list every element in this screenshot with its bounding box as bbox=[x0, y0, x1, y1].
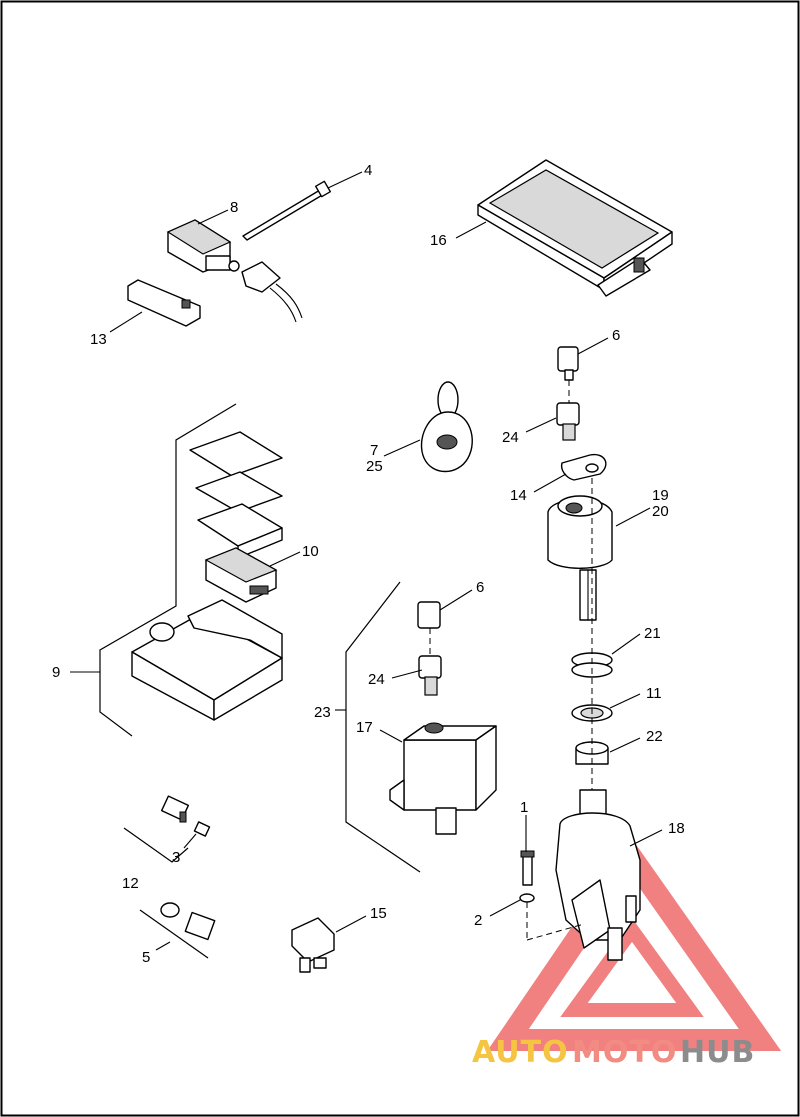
callout-17: 17 bbox=[356, 719, 373, 736]
part-12-switch bbox=[160, 795, 190, 823]
watermark-logo bbox=[487, 838, 782, 1051]
callout-1: 1 bbox=[520, 799, 528, 816]
callout-4: 4 bbox=[364, 162, 372, 179]
watermark-auto: AUTO bbox=[472, 1035, 569, 1070]
part-17-switch bbox=[389, 722, 497, 835]
part-9-case-lid-stack bbox=[189, 431, 283, 559]
part-14-cover bbox=[560, 453, 607, 481]
callout-13: 13 bbox=[90, 331, 107, 348]
wire-connector bbox=[241, 261, 303, 323]
part-8-connector bbox=[166, 219, 240, 273]
callout-3: 3 bbox=[172, 849, 180, 866]
callout-labels: 1 2 3 4 5 6 6 7 8 9 10 11 12 13 14 15 16… bbox=[52, 162, 685, 966]
callout-14: 14 bbox=[510, 487, 527, 504]
key-24-lower bbox=[418, 655, 442, 696]
part-18-switch-body bbox=[555, 789, 641, 961]
bracket-5 bbox=[139, 909, 209, 959]
part-10-module bbox=[204, 547, 278, 603]
callout-8: 8 bbox=[230, 199, 238, 216]
callout-15: 15 bbox=[370, 905, 387, 922]
part-4-cable-tie bbox=[242, 180, 332, 241]
callout-24-lower: 24 bbox=[368, 671, 385, 688]
part-9-case bbox=[131, 599, 283, 721]
part-13-bracket bbox=[127, 279, 201, 327]
part-19-switch-housing bbox=[547, 495, 613, 621]
part-15-sensor bbox=[291, 917, 335, 973]
part-1-screw bbox=[520, 850, 535, 886]
callout-22: 22 bbox=[646, 728, 663, 745]
callout-23: 23 bbox=[314, 704, 331, 721]
part-2-washer bbox=[519, 893, 535, 903]
key-24-upper bbox=[556, 402, 580, 441]
callout-11: 11 bbox=[646, 685, 662, 702]
leader-lines bbox=[70, 171, 663, 951]
watermark-text: AUTO MOTO HUB bbox=[472, 1035, 755, 1070]
bracket-23 bbox=[345, 581, 421, 873]
callout-6-lower: 6 bbox=[476, 579, 484, 596]
callout-5: 5 bbox=[142, 949, 150, 966]
key-6-upper bbox=[557, 346, 579, 381]
callout-24-upper: 24 bbox=[502, 429, 519, 446]
part-3-terminal bbox=[193, 821, 211, 837]
callout-6-upper: 6 bbox=[612, 327, 620, 344]
callout-20: 20 bbox=[652, 503, 669, 520]
callout-18: 18 bbox=[668, 820, 685, 837]
bracket-12 bbox=[123, 827, 189, 863]
bracket-9 bbox=[99, 403, 237, 737]
callout-10: 10 bbox=[302, 543, 319, 560]
callout-2: 2 bbox=[474, 912, 482, 929]
part-5-sensor bbox=[160, 902, 216, 941]
callout-7: 7 bbox=[370, 442, 378, 459]
part-7-key-fob bbox=[420, 381, 473, 473]
part-16-module bbox=[477, 159, 673, 297]
callout-25: 25 bbox=[366, 458, 383, 475]
watermark-hub: HUB bbox=[680, 1035, 755, 1070]
callout-21: 21 bbox=[644, 625, 661, 642]
callout-9: 9 bbox=[52, 664, 60, 681]
callout-12: 12 bbox=[122, 875, 139, 892]
watermark-moto: MOTO bbox=[572, 1035, 677, 1070]
callout-16: 16 bbox=[430, 232, 447, 249]
callout-19: 19 bbox=[652, 487, 669, 504]
key-6-lower bbox=[417, 601, 441, 629]
